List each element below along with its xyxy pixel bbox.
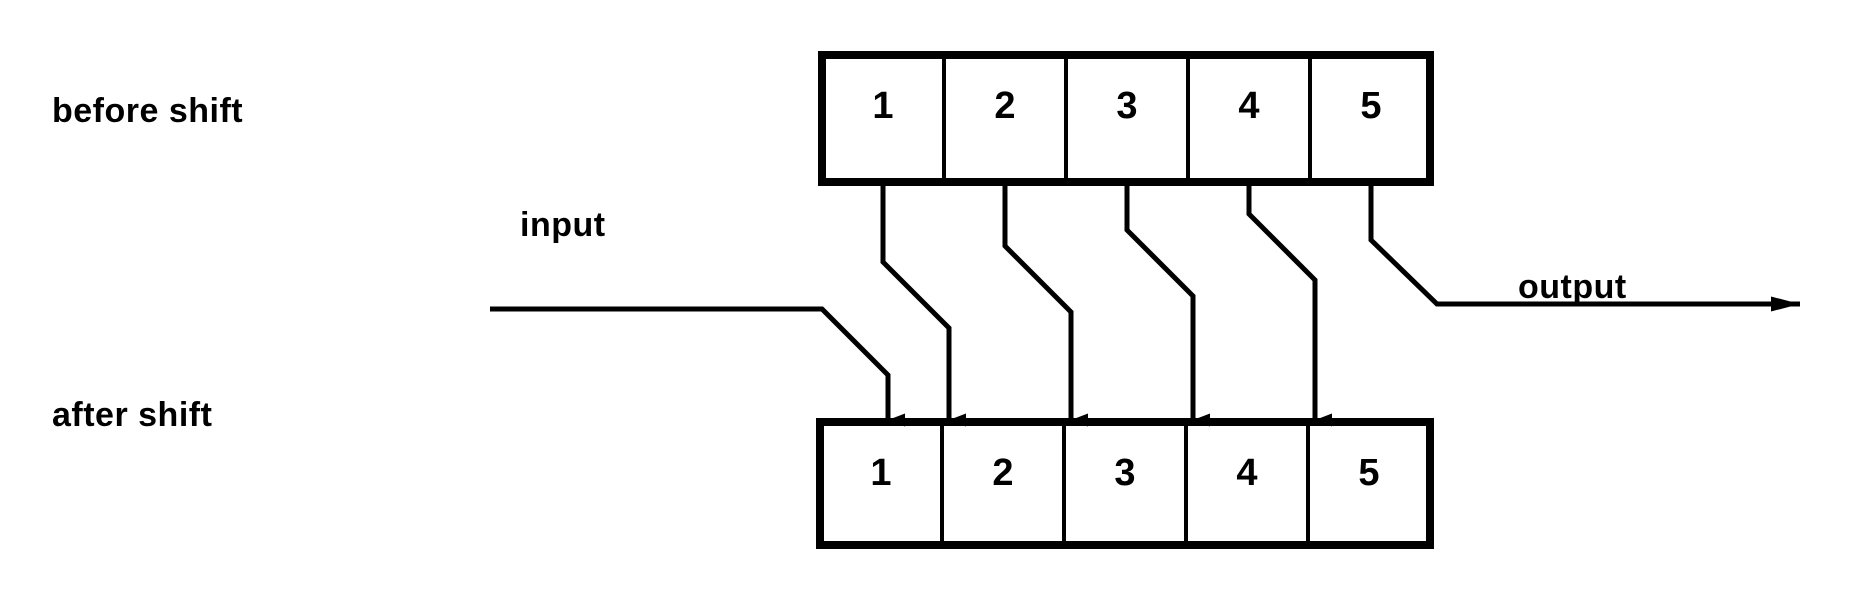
before-shift-register-outline	[818, 51, 1434, 186]
before-shift-cell-5: 5	[1360, 85, 1382, 127]
after-shift-cell-3: 3	[1114, 452, 1136, 494]
shift-arrows	[880, 186, 1332, 427]
input-arrow-path	[490, 306, 905, 427]
after-shift-register-outline	[816, 418, 1434, 549]
before-shift-register	[818, 51, 1434, 186]
after-shift-register	[816, 418, 1434, 549]
before-shift-cell-4: 4	[1238, 85, 1260, 127]
after-shift-cell-5: 5	[1358, 452, 1380, 494]
shift-arrow-1-to-2	[880, 186, 966, 427]
shift-arrow-4-to-5	[1246, 186, 1332, 427]
output-label: output	[1518, 268, 1627, 306]
output-arrow-path	[1368, 186, 1800, 312]
shift-arrow-2-to-3	[1002, 186, 1088, 427]
before-shift-cell-3: 3	[1116, 85, 1138, 127]
shift-arrow-3-to-4	[1124, 186, 1210, 427]
after-shift-label: after shift	[52, 396, 213, 434]
before-shift-cell-1: 1	[872, 85, 894, 127]
input-connector	[490, 306, 905, 427]
after-shift-cell-4: 4	[1236, 452, 1258, 494]
before-shift-label: before shift	[52, 92, 244, 130]
input-label: input	[520, 206, 606, 244]
after-shift-cell-2: 2	[992, 452, 1014, 494]
before-shift-cell-2: 2	[994, 85, 1016, 127]
after-shift-cell-1: 1	[870, 452, 892, 494]
output-connector	[1368, 186, 1800, 312]
